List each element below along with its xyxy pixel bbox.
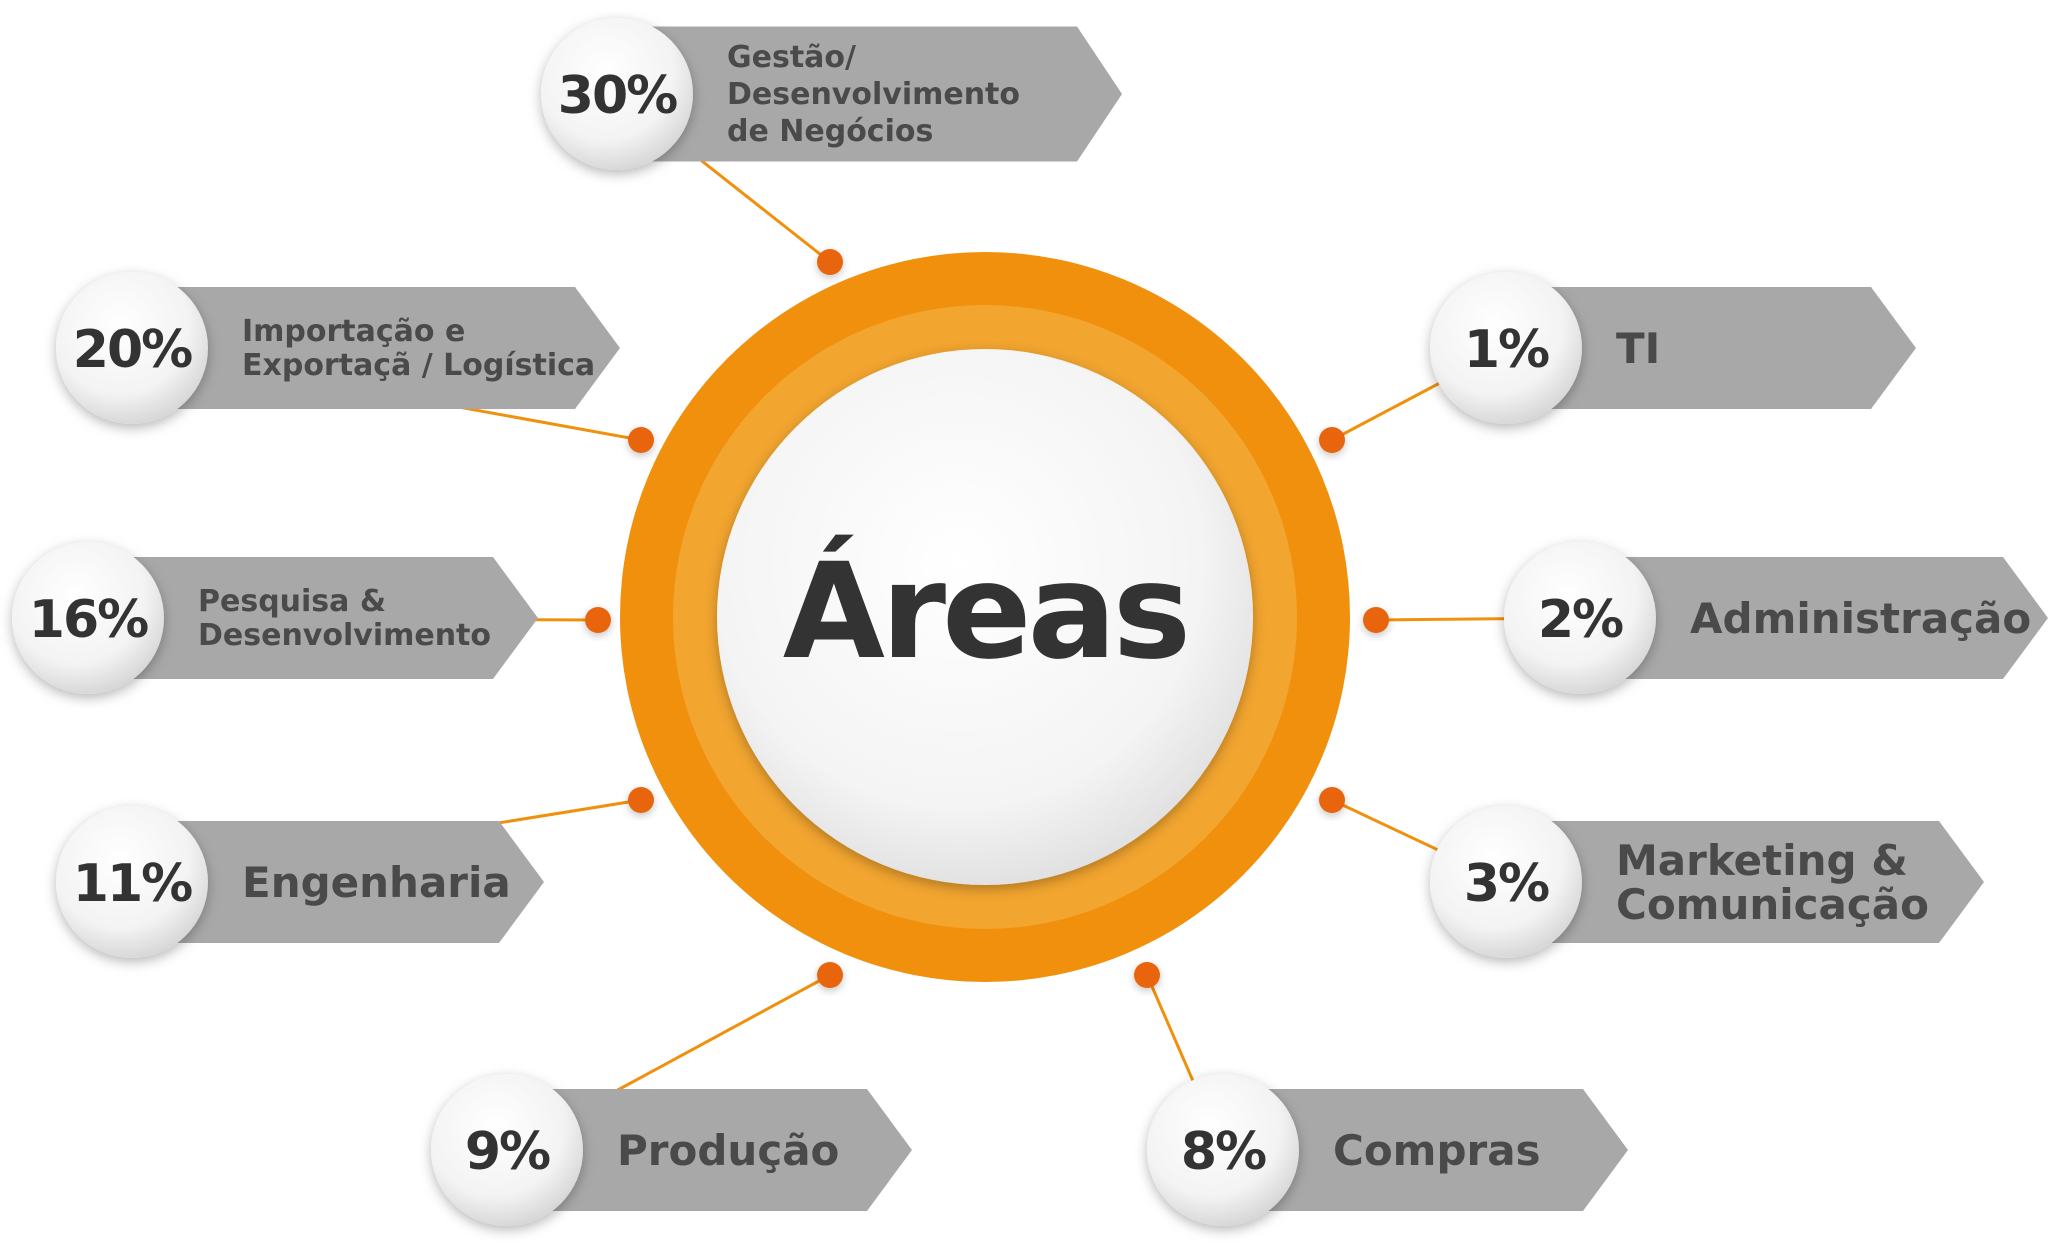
area-label-line: Exportaçã / Logística [242,348,595,383]
area-label-pesquisa: Pesquisa &Desenvolvimento [198,584,491,653]
area-label-line: Importação e [242,314,465,349]
area-label-line: Marketing & [1616,836,1908,885]
connector-dot-pesquisa [585,607,611,633]
connector-dot-administracao [1363,607,1389,633]
area-label-administracao: Administração [1690,594,2031,643]
connector-dot-producao [817,962,843,988]
area-node-producao: Produção 9% [431,1074,912,1226]
area-label-line: Compras [1333,1126,1541,1175]
center-title: Áreas [783,534,1187,689]
label-panel-producao [507,1089,912,1211]
percent-value-gestao: 30% [558,66,677,126]
connector-dot-ti [1319,427,1345,453]
percent-badge-marketing [1430,806,1582,958]
area-label-line: Desenvolvimento [727,77,1020,112]
area-label-compras: Compras [1333,1126,1541,1175]
percent-value-engenharia: 11% [73,854,192,914]
area-label-engenharia: Engenharia [242,858,511,907]
connector-dot-gestao [817,249,843,275]
hub-center-disc [717,349,1253,885]
area-label-line: de Negócios [727,114,933,149]
percent-value-producao: 9% [465,1122,550,1182]
area-label-line: Pesquisa & [198,584,386,619]
percent-badge-gestao [541,18,693,170]
label-panel-marketing [1506,821,1984,943]
label-panel-ti [1506,287,1916,409]
label-panel-pesquisa [88,557,538,679]
percent-badge-administracao [1504,542,1656,694]
percent-badge-compras [1147,1074,1299,1226]
label-panel-importacao [132,287,620,409]
percent-badge-ti [1430,272,1582,424]
percent-badge-producao [431,1074,583,1226]
area-node-engenharia: Engenharia 11% [56,806,544,958]
percent-value-importacao: 20% [73,320,192,380]
central-hub: Áreas [620,252,1350,982]
area-label-line: Administração [1690,594,2031,643]
percent-badge-pesquisa [12,542,164,694]
area-node-ti: TI 1% [1430,272,1916,424]
area-label-line: Desenvolvimento [198,618,491,653]
connector-dot-importacao [628,427,654,453]
area-label-ti: TI [1616,324,1660,373]
area-label-producao: Produção [617,1126,839,1175]
area-label-line: Comunicação [1616,880,1929,929]
percent-badge-importacao [56,272,208,424]
percent-value-administracao: 2% [1538,590,1623,650]
connector-dot-engenharia [628,787,654,813]
label-panel-engenharia [132,821,544,943]
area-label-line: Produção [617,1126,839,1175]
percent-value-ti: 1% [1464,320,1549,380]
area-label-line: Engenharia [242,858,511,907]
connector-dot-compras [1134,962,1160,988]
area-label-line: TI [1616,324,1660,373]
connector-dot-marketing [1319,787,1345,813]
area-label-marketing: Marketing &Comunicação [1616,836,1929,929]
area-node-pesquisa: Pesquisa &Desenvolvimento 16% [12,542,538,694]
area-node-compras: Compras 8% [1147,1074,1628,1226]
percent-badge-engenharia [56,806,208,958]
percent-value-compras: 8% [1181,1122,1266,1182]
label-panel-compras [1223,1089,1628,1211]
label-panel-administracao [1580,557,2048,679]
area-node-administracao: Administração 2% [1504,542,2048,694]
area-label-line: Gestão/ [727,40,856,75]
percent-value-marketing: 3% [1464,854,1549,914]
connector-dots [585,249,1389,988]
area-node-marketing: Marketing &Comunicação 3% [1430,806,1984,958]
label-panel-gestao [617,26,1122,162]
percent-value-pesquisa: 16% [29,590,148,650]
